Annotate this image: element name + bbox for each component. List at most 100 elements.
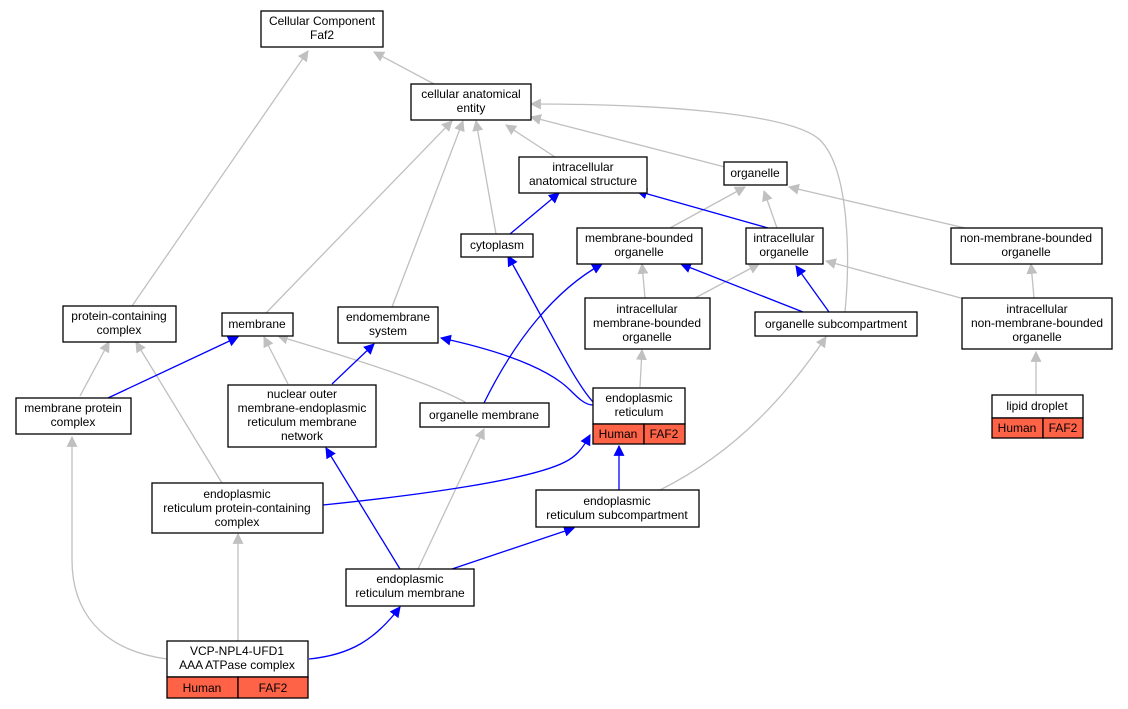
edge-io-to-organelle xyxy=(762,189,778,229)
node-non-membrane-bounded-organelle[interactable]: non-membrane-bounded organelle xyxy=(950,227,1103,265)
node-inmbo-line-1: intracellular xyxy=(1006,302,1067,316)
edge-om-to-mbo xyxy=(483,263,603,404)
node-vcp-badge-human-label: Human xyxy=(183,681,222,695)
node-organelle-subcompartment[interactable]: organelle subcompartment xyxy=(754,311,918,337)
node-vcp-line-2: AAA ATPase complex xyxy=(179,658,295,672)
node-membrane-protein-complex[interactable]: membrane protein complex xyxy=(15,397,132,435)
node-intracellular-organelle-line-2: organelle xyxy=(759,245,809,259)
node-membrane[interactable]: membrane xyxy=(221,312,294,337)
edge-erpcc-to-er xyxy=(322,434,591,506)
node-cellular-component-line-2: Faf2 xyxy=(310,28,334,42)
edge-io-to-ias xyxy=(635,188,769,229)
node-lipid-droplet-badge-human-label: Human xyxy=(998,421,1037,435)
node-membrane-protein-complex-line-2: complex xyxy=(51,415,96,429)
edge-nomer-to-membrane xyxy=(263,336,289,385)
edge-erpcc-to-pcc xyxy=(135,341,223,484)
edge-cytoplasm-to-ias xyxy=(509,192,560,235)
node-ersub-line-2: reticulum subcompartment xyxy=(546,508,688,522)
node-intracellular-anatomical-structure[interactable]: intracellular anatomical structure xyxy=(518,156,648,194)
edge-erm-to-nomer xyxy=(325,447,401,570)
edge-pcc-to-cc xyxy=(131,50,309,307)
edge-osub-to-cae xyxy=(529,98,849,313)
edge-ias-to-cae xyxy=(505,124,556,158)
edge-er-to-endosys xyxy=(439,334,594,406)
node-intracellular-organelle-line-1: intracellular xyxy=(753,231,814,245)
edge-ersub-to-osub xyxy=(659,336,827,491)
edge-imbo-to-mbo xyxy=(637,262,649,299)
edge-imbo-to-io xyxy=(694,263,760,299)
node-vcp-line-1: VCP-NPL4-UFD1 xyxy=(190,644,284,658)
node-ersub-line-1: endoplasmic xyxy=(583,494,650,508)
edge-inmbo-to-io xyxy=(824,258,969,301)
edge-cae-to-cc xyxy=(373,51,435,85)
node-endomembrane-system-line-1: endomembrane xyxy=(346,310,430,324)
edge-mpc-to-membrane xyxy=(107,336,239,399)
node-imbo-line-2: membrane-bounded xyxy=(593,316,701,330)
node-erpcc-line-1: endoplasmic xyxy=(203,487,270,501)
node-intracellular-anatomical-structure-line-2: anatomical structure xyxy=(529,174,637,188)
node-membrane-protein-complex-line-1: membrane protein xyxy=(24,401,121,415)
node-protein-containing-complex-line-1: protein-containing xyxy=(71,309,166,323)
edge-cytoplasm-to-cae xyxy=(472,119,497,235)
edge-om-to-membrane xyxy=(276,333,466,403)
node-protein-containing-complex-line-2: complex xyxy=(97,323,142,337)
edge-inmbo-to-nmbo xyxy=(1026,262,1038,299)
node-intracellular-organelle[interactable]: intracellular organelle xyxy=(745,227,824,265)
edge-mpc-to-pcc xyxy=(79,341,110,397)
edge-erm-to-om xyxy=(417,428,485,570)
node-non-membrane-bounded-organelle-line-1: non-membrane-bounded xyxy=(960,231,1092,245)
node-lipid-droplet[interactable]: lipid droplet Human FAF2 xyxy=(991,394,1084,439)
node-nomer-line-3: reticulum membrane xyxy=(247,415,357,429)
node-nomer-line-2: membrane-endoplasmic xyxy=(238,401,367,415)
node-endomembrane-system[interactable]: endomembrane system xyxy=(337,306,439,344)
node-cytoplasm-line-1: cytoplasm xyxy=(470,238,524,252)
node-erm-line-2: reticulum membrane xyxy=(355,586,465,600)
node-er-subcompartment[interactable]: endoplasmic reticulum subcompartment xyxy=(535,489,700,528)
node-erpcc-line-2: reticulum protein-containing xyxy=(163,501,310,515)
node-organelle-membrane[interactable]: organelle membrane xyxy=(419,402,550,428)
node-nuclear-outer-membrane-er-network[interactable]: nuclear outer membrane-endoplasmic retic… xyxy=(227,384,377,448)
node-lipid-droplet-badge-faf2 xyxy=(1042,417,1084,439)
node-erm-line-1: endoplasmic xyxy=(376,572,443,586)
nodes: Cellular Component Faf2 cellular anatomi… xyxy=(15,10,1113,699)
node-er-badge-human-label: Human xyxy=(599,427,638,441)
node-erpcc-line-3: complex xyxy=(215,515,260,529)
node-endomembrane-system-line-2: system xyxy=(369,324,407,338)
node-imbo-line-3: organelle xyxy=(622,330,672,344)
node-er-protein-containing-complex[interactable]: endoplasmic reticulum protein-containing… xyxy=(151,482,324,534)
edge-mbo-to-organelle xyxy=(669,186,746,229)
edge-endosys-to-cae xyxy=(391,119,465,308)
node-intracellular-non-membrane-bounded-organelle[interactable]: intracellular non-membrane-bounded organ… xyxy=(961,297,1113,350)
node-vcp-npl4-ufd1[interactable]: VCP-NPL4-UFD1 AAA ATPase complex Human F… xyxy=(166,640,309,699)
node-non-membrane-bounded-organelle-line-2: organelle xyxy=(1001,245,1051,259)
edges-blue xyxy=(107,188,830,660)
edge-er-to-imbo xyxy=(635,348,647,388)
node-endoplasmic-reticulum[interactable]: endoplasmic reticulum Human FAF2 xyxy=(592,387,686,445)
node-er-membrane[interactable]: endoplasmic reticulum membrane xyxy=(345,568,475,607)
node-intracellular-membrane-bounded-organelle[interactable]: intracellular membrane-bounded organelle xyxy=(584,297,711,350)
node-cellular-anatomical-entity-line-1: cellular anatomical xyxy=(421,87,520,101)
edge-vcp-to-mpc xyxy=(66,435,168,660)
node-cellular-anatomical-entity[interactable]: cellular anatomical entity xyxy=(410,83,532,121)
node-cytoplasm[interactable]: cytoplasm xyxy=(460,233,534,258)
node-protein-containing-complex[interactable]: protein-containing complex xyxy=(62,305,177,343)
node-cellular-component-line-1: Cellular Component xyxy=(269,14,376,28)
node-membrane-bounded-organelle[interactable]: membrane-bounded organelle xyxy=(576,227,703,265)
node-er-badge-faf2-label: FAF2 xyxy=(650,427,679,441)
node-organelle[interactable]: organelle xyxy=(723,161,788,186)
edge-membrane-to-cae xyxy=(265,120,453,314)
node-membrane-bounded-organelle-line-2: organelle xyxy=(614,245,664,259)
edge-nmbo-to-organelle xyxy=(787,183,966,229)
node-organelle-subcompartment-line-1: organelle subcompartment xyxy=(765,317,908,331)
node-membrane-bounded-organelle-line-1: membrane-bounded xyxy=(585,231,693,245)
edge-vcp-to-erm xyxy=(308,606,401,660)
node-cellular-component[interactable]: Cellular Component Faf2 xyxy=(260,10,384,48)
node-vcp-badge-faf2 xyxy=(237,676,309,699)
node-intracellular-anatomical-structure-line-1: intracellular xyxy=(552,160,613,174)
node-organelle-membrane-line-1: organelle membrane xyxy=(429,408,539,422)
node-inmbo-line-2: non-membrane-bounded xyxy=(971,316,1103,330)
node-nomer-line-4: network xyxy=(281,429,324,443)
edge-osub-to-mbo xyxy=(679,262,804,313)
node-inmbo-line-3: organelle xyxy=(1012,330,1062,344)
